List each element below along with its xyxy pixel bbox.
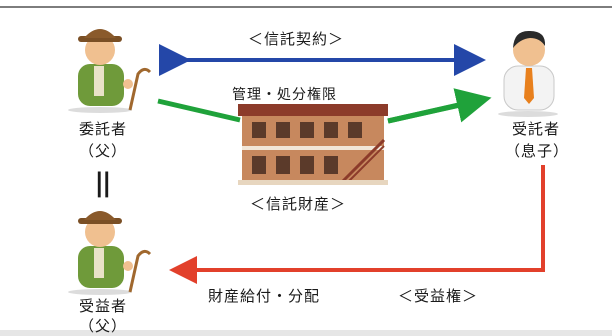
equality-mark: || (94, 168, 112, 198)
beneficiary-role: 受益者 (78, 297, 127, 315)
trustee-relation: （息子） (504, 142, 569, 160)
bottom-band (0, 330, 612, 336)
beneficiary-right-label: ＜受益権＞ (398, 287, 479, 305)
beneficiary-relation: （父） (78, 317, 127, 335)
distribution-label: 財産給付・分配 (208, 287, 321, 305)
building-icon (238, 104, 388, 185)
settlor-role: 委託者 (78, 120, 127, 138)
management-label: 管理・処分権限 (232, 87, 337, 103)
top-divider (0, 6, 612, 8)
trustee-role: 受託者 (511, 120, 560, 138)
property-label: ＜信託財産＞ (250, 195, 347, 213)
elderly-man-icon (68, 211, 152, 295)
elderly-man-icon (68, 29, 152, 113)
distribution-arrow (169, 165, 545, 284)
settlor-relation: （父） (78, 142, 127, 160)
businessman-icon (498, 30, 558, 117)
management-arrow-head (387, 88, 492, 124)
contract-label: ＜信託契約＞ (248, 30, 345, 48)
